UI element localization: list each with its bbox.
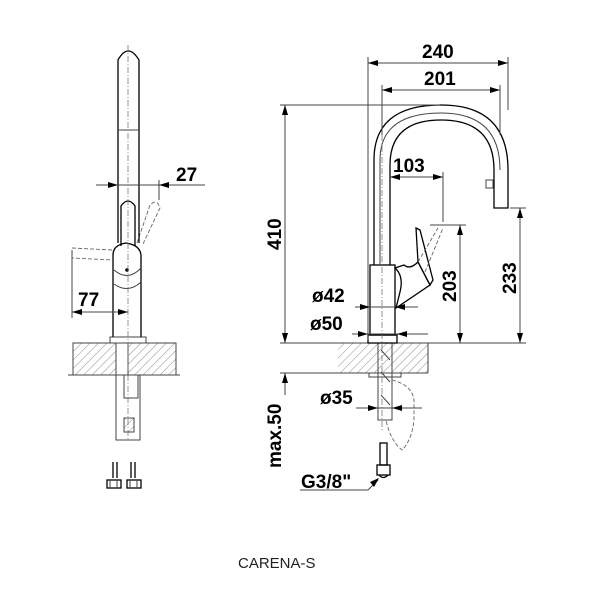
dim-27: 27 — [176, 165, 197, 186]
dim-77: 77 — [78, 290, 99, 311]
lever — [393, 260, 431, 310]
hose-connector — [376, 442, 391, 479]
dim-201: 201 — [424, 69, 456, 90]
dim-240: 240 — [422, 42, 454, 63]
dim-connection-g38: G3/8" — [301, 472, 351, 493]
countertop — [338, 343, 428, 373]
dim-203: 203 — [440, 270, 461, 302]
hose-loop — [385, 379, 415, 451]
body — [369, 264, 396, 336]
dim-max-50: max.50 — [265, 404, 286, 468]
lever-open-position — [417, 227, 444, 273]
model-name: CARENA-S — [238, 555, 316, 572]
countertop-left — [72, 342, 117, 376]
handle-open-position — [136, 201, 161, 245]
base-ring — [367, 334, 398, 344]
spout — [373, 104, 509, 265]
body — [112, 242, 142, 337]
spray-button — [485, 179, 494, 189]
side-view: 27 77 — [68, 45, 205, 489]
countertop-right — [127, 342, 177, 376]
dim-410: 410 — [265, 218, 286, 250]
dim-diameter-50: ø50 — [310, 314, 343, 335]
handle-side-position — [71, 247, 114, 261]
hose-connectors — [106, 462, 142, 489]
shank — [115, 343, 141, 441]
front-view: 240 201 410 103 203 233 ø4 — [265, 42, 526, 493]
dim-233: 233 — [500, 262, 521, 294]
dim-diameter-42: ø42 — [312, 286, 345, 307]
dim-diameter-35: ø35 — [320, 388, 353, 409]
dim-103: 103 — [393, 156, 425, 177]
